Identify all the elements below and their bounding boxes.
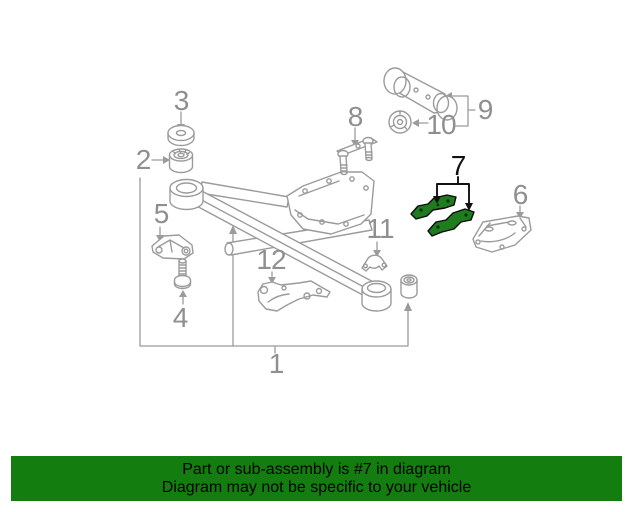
callout-label-3: 3 [173,85,190,116]
callout-label-1: 1 [268,348,285,379]
callout-arrow-4 [179,290,187,305]
part-3-washer [167,124,195,147]
part-4-bolt [173,258,192,290]
rear-mount-bushing [400,274,418,299]
callout-label-11: 11 [366,213,394,244]
part-1-crossmember [169,171,392,312]
part-6-mount-plate [472,215,532,253]
part-12-bracket [257,280,331,312]
callout-label-4: 4 [172,302,189,333]
callout-label-5: 5 [153,198,170,229]
callout-label-9: 9 [477,94,494,125]
callout-arrow-2 [151,156,170,164]
banner-line-2: Diagram may not be specific to your vehi… [161,478,472,496]
callout-label-2: 2 [135,144,152,175]
callout-arrow-11 [373,241,381,257]
part-5-bracket [151,234,194,260]
part-7-strap-lower [427,208,475,237]
part-2-bushing [168,148,194,174]
callout-label-12: 12 [256,244,286,275]
highlight-info-banner: Part or sub-assembly is #7 in diagram Di… [11,456,622,501]
callout-bracket-7 [433,176,473,211]
part-7-highlighted-brackets [410,194,475,237]
callout-arrow-12 [268,271,276,284]
part-11-clamp [361,254,388,272]
callout-arrow-10 [412,119,429,127]
part-10-bushing [388,110,412,134]
part-7-strap-upper [410,194,457,220]
callout-label-7-highlighted: 7 [450,150,467,181]
callout-label-10: 10 [426,109,456,140]
part-8-bolts [336,136,378,176]
callout-label-6: 6 [512,179,529,210]
callout-arrow-6 [516,205,524,219]
banner-line-1: Part or sub-assembly is #7 in diagram [182,461,451,478]
callout-label-8: 8 [347,101,364,132]
part-9-link-arm [383,67,458,121]
